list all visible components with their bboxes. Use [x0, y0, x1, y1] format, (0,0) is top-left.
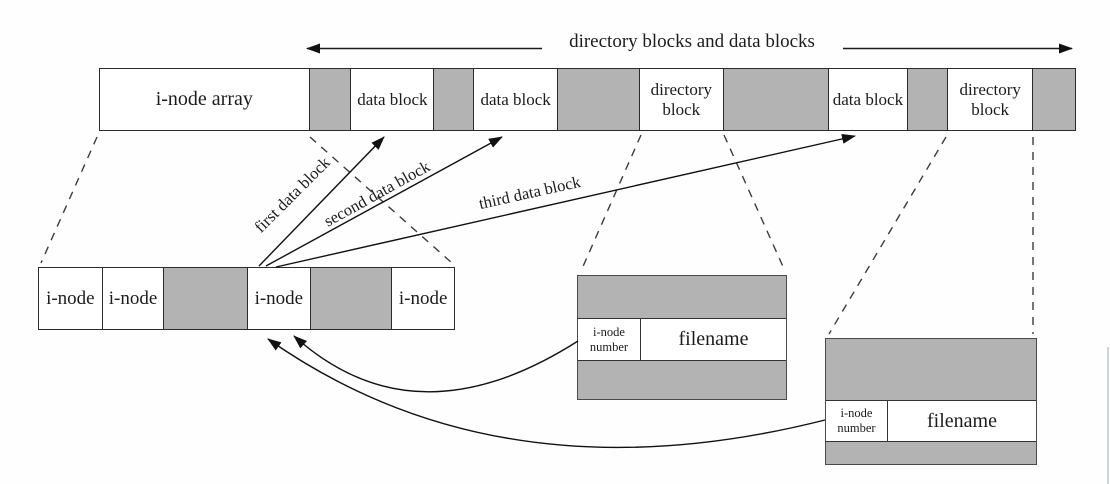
directory-gray-band	[826, 442, 1036, 464]
dashed-guide-dir1-right	[723, 134, 786, 272]
filename-cell: filename	[927, 409, 997, 432]
disk-segment-data-block-2: data block	[473, 69, 558, 130]
inode-cell-gray	[309, 268, 392, 329]
disk-segment-gray	[433, 69, 474, 130]
directory-entry-row: i-node number filename	[826, 400, 1036, 442]
directory-entry-row: i-node number filename	[578, 318, 786, 361]
dashed-guide-dir1-left	[580, 134, 642, 272]
dir1-inode-pointer-arrow-icon	[293, 335, 579, 393]
page-edge-artifact-line	[1107, 347, 1109, 484]
third-data-block-label: third data block	[477, 172, 583, 213]
first-data-block-label: first data block	[250, 152, 334, 237]
directory-gray-band	[826, 339, 1036, 400]
disk-segment-gray	[557, 69, 639, 130]
inode-number-cell: i-node number	[578, 319, 641, 360]
inode-cell-2: i-node	[101, 268, 164, 329]
disk-segment-gray	[907, 69, 948, 130]
dashed-guide-inode-left	[40, 136, 98, 264]
directory-gray-band	[578, 276, 786, 318]
second-data-block-label: second data block	[320, 156, 434, 231]
disk-segment-directory-block-1: directory block	[638, 69, 723, 130]
inode-number-cell: i-node number	[826, 401, 888, 441]
inode-cell-1: i-node	[39, 268, 102, 329]
inode-array-detail-bar: i-node i-node i-node i-node	[38, 267, 455, 330]
inode-cell-gray	[163, 268, 247, 329]
disk-segment-data-block-3: data block	[827, 69, 908, 130]
disk-segment-gray	[308, 69, 351, 130]
inode-cell-3: i-node	[246, 268, 310, 329]
disk-segment-gray	[722, 69, 828, 130]
disk-segment-directory-block-2: directory block	[947, 69, 1033, 130]
directory-block-detail-2: i-node number filename	[825, 338, 1037, 465]
directory-gray-band	[578, 361, 786, 399]
header-arrow-label: directory blocks and data blocks	[569, 31, 815, 52]
disk-bar: i-node array data block data block direc…	[99, 68, 1076, 131]
filename-cell: filename	[678, 328, 749, 350]
disk-segment-data-block-1: data block	[350, 69, 434, 130]
dashed-guide-dir2-left	[828, 136, 947, 335]
inode-cell-4: i-node	[391, 268, 454, 329]
disk-segment-gray	[1032, 69, 1075, 130]
directory-block-detail-1: i-node number filename	[577, 275, 787, 400]
disk-segment-inode-array: i-node array	[100, 69, 309, 130]
